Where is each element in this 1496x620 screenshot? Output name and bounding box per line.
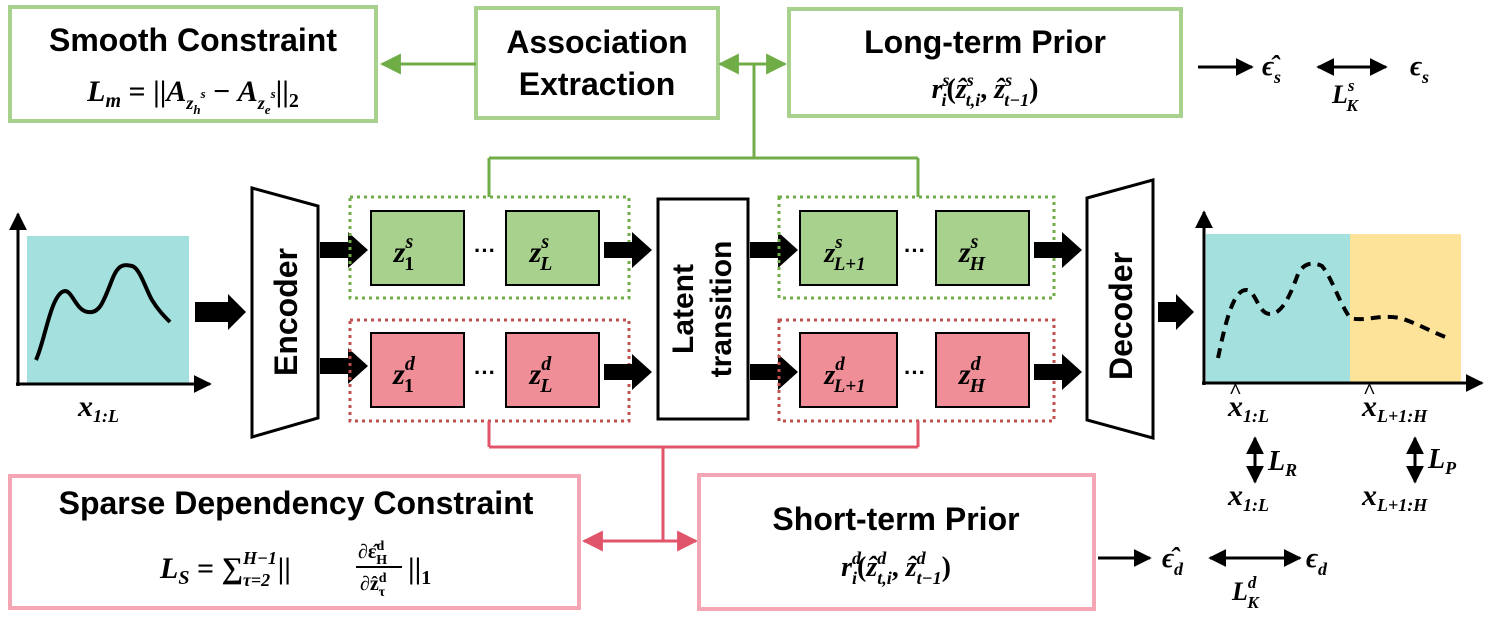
pred-hat-mark: ^ <box>1363 378 1376 403</box>
red-connectors <box>487 421 920 552</box>
encoder-block: Encoder <box>250 186 320 439</box>
latent-to-zs-future-arrow <box>750 232 798 268</box>
zd-to-latent-arrow <box>604 354 652 390</box>
zd-left-ellipsis: ··· <box>474 360 496 385</box>
input-to-encoder-arrow <box>195 294 246 330</box>
epsilon-d-hat: ϵ̂d <box>1162 543 1184 579</box>
encoder-to-zd-arrow <box>320 348 368 384</box>
zs-right-ellipsis: ··· <box>904 238 926 263</box>
smooth-constraint-title: Smooth Constraint <box>49 22 337 58</box>
latent-label-line1: Latent <box>667 264 700 354</box>
decoder-to-output-arrow <box>1158 294 1194 330</box>
recon-hat-label: x1:L <box>1227 390 1269 426</box>
short-term-prior-title: Short-term Prior <box>772 501 1019 537</box>
decoder-label: Decoder <box>1103 252 1139 380</box>
epsilon-s: ϵs <box>1410 51 1429 87</box>
pred-hat-label: xL+1:H <box>1361 390 1428 426</box>
gt-recon-label: x1:L <box>1227 479 1269 515</box>
output-labels: x1:L ^ xL+1:H ^ LR LP x1:L xL+1:H <box>1227 378 1457 515</box>
decoder-block: Decoder <box>1085 178 1155 440</box>
zs-left-ellipsis: ··· <box>474 238 496 263</box>
association-label-line1: Association <box>506 24 687 60</box>
zs-to-decoder-arrow <box>1034 232 1082 268</box>
encoder-label: Encoder <box>268 248 304 376</box>
latent-label-line2: transition <box>705 241 738 378</box>
association-extraction-box: Association Extraction <box>474 6 720 120</box>
zs-to-latent-arrow <box>604 232 652 268</box>
output-series-plot <box>1195 210 1484 392</box>
zd-to-decoder-arrow <box>1034 354 1082 390</box>
loss-r: LR <box>1267 446 1297 480</box>
input-series-plot: x1:L <box>8 212 212 426</box>
input-label: x1:L <box>77 390 119 426</box>
latent-to-zd-future-arrow <box>750 354 798 390</box>
smooth-constraint-box: Smooth Constraint Lm = ||Azhs − Azes||2 <box>8 5 378 123</box>
sparse-dependency-title: Sparse Dependency Constraint <box>59 485 534 521</box>
association-label-line2: Extraction <box>519 66 675 102</box>
green-connectors <box>379 53 920 197</box>
encoder-to-zs-arrow <box>320 232 368 268</box>
zd-right-ellipsis: ··· <box>904 360 926 385</box>
epsilon-d: ϵd <box>1306 543 1328 579</box>
latent-transition-block: Latent transition <box>656 197 750 421</box>
gt-pred-label: xL+1:H <box>1361 479 1428 515</box>
epsilon-s-hat: ϵ̂s <box>1262 51 1281 87</box>
recon-hat-mark: ^ <box>1229 378 1242 403</box>
loss-p: LP <box>1427 444 1457 478</box>
long-term-prior-title: Long-term Prior <box>864 24 1106 60</box>
